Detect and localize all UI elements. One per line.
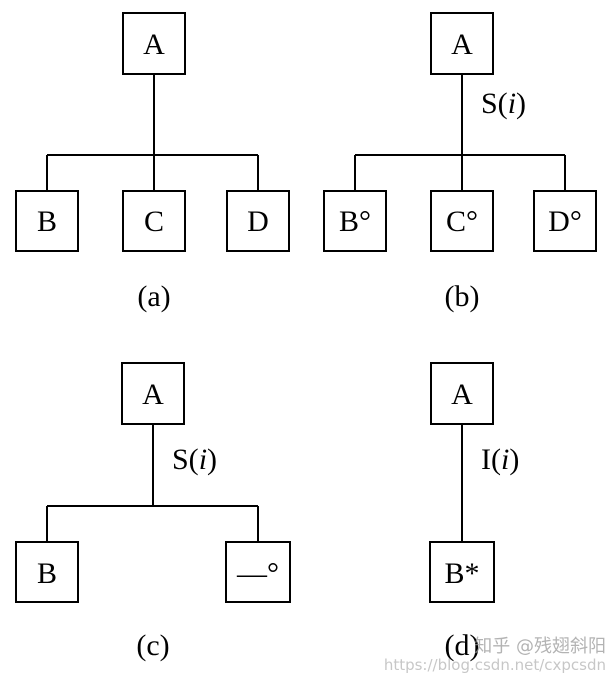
panel-a-child-box-d	[226, 190, 290, 252]
panel-c-caption: (c)	[136, 629, 169, 662]
panel-b-root-label: A	[451, 28, 473, 61]
panel-b-edge-label-prefix: S(	[481, 87, 508, 120]
panel-d-child-box-b	[429, 541, 495, 603]
panel-a-child-box-c	[122, 190, 186, 252]
panel-c-edge-label-prefix: S(	[172, 443, 199, 476]
watermark-url: https://blog.csdn.net/cxpcsdn	[384, 656, 606, 674]
panel-a-child-label-c: C	[144, 205, 164, 238]
panel-b-child-label-d: D°	[548, 205, 582, 238]
panel-a-child-label-b: B	[37, 205, 57, 238]
panel-d-root-label: A	[451, 378, 473, 411]
panel-c-root-label: A	[142, 378, 164, 411]
panel-c-edge-label: S(i)	[172, 443, 217, 476]
panel-c-child-box-empty	[225, 541, 291, 603]
panel-c-child-box-b	[15, 541, 79, 603]
panel-b-child-label-c: C°	[446, 205, 478, 238]
panel-d-child-label-b: B*	[444, 557, 479, 590]
panel-b-child-box-b	[323, 190, 387, 252]
panel-c-edge-label-var: i	[199, 443, 207, 476]
panel-d-edge-label-var: i	[501, 443, 509, 476]
panel-b-caption: (b)	[445, 280, 480, 313]
panel-a-child-box-b	[15, 190, 79, 252]
panel-a-caption: (a)	[137, 280, 170, 313]
panel-b-child-label-b: B°	[339, 205, 371, 238]
panel-b-edge-label: S(i)	[481, 87, 526, 120]
panel-c-child-label-b: B	[37, 557, 57, 590]
panel-b-child-box-d	[533, 190, 597, 252]
panel-d-edge-label: I(i)	[481, 443, 519, 476]
panel-c	[15, 362, 291, 603]
watermark-brand: 知乎 @残翅斜阳	[474, 636, 606, 657]
panel-b-edge-label-suffix: )	[516, 87, 526, 120]
panel-b-child-box-c	[430, 190, 494, 252]
panel-a-child-label-d: D	[247, 205, 269, 238]
panel-b	[323, 12, 597, 252]
panel-b-edge-label-var: i	[508, 87, 516, 120]
panel-d	[429, 362, 495, 603]
panel-d-edge-label-prefix: I(	[481, 443, 501, 476]
panel-c-child-label-empty: —°	[236, 557, 279, 590]
panel-c-edge-label-suffix: )	[207, 443, 217, 476]
panel-d-edge-label-suffix: )	[509, 443, 519, 476]
panel-a-root-label: A	[143, 28, 165, 61]
panel-a	[15, 12, 290, 252]
panel-d-caption: (d)	[445, 629, 480, 662]
